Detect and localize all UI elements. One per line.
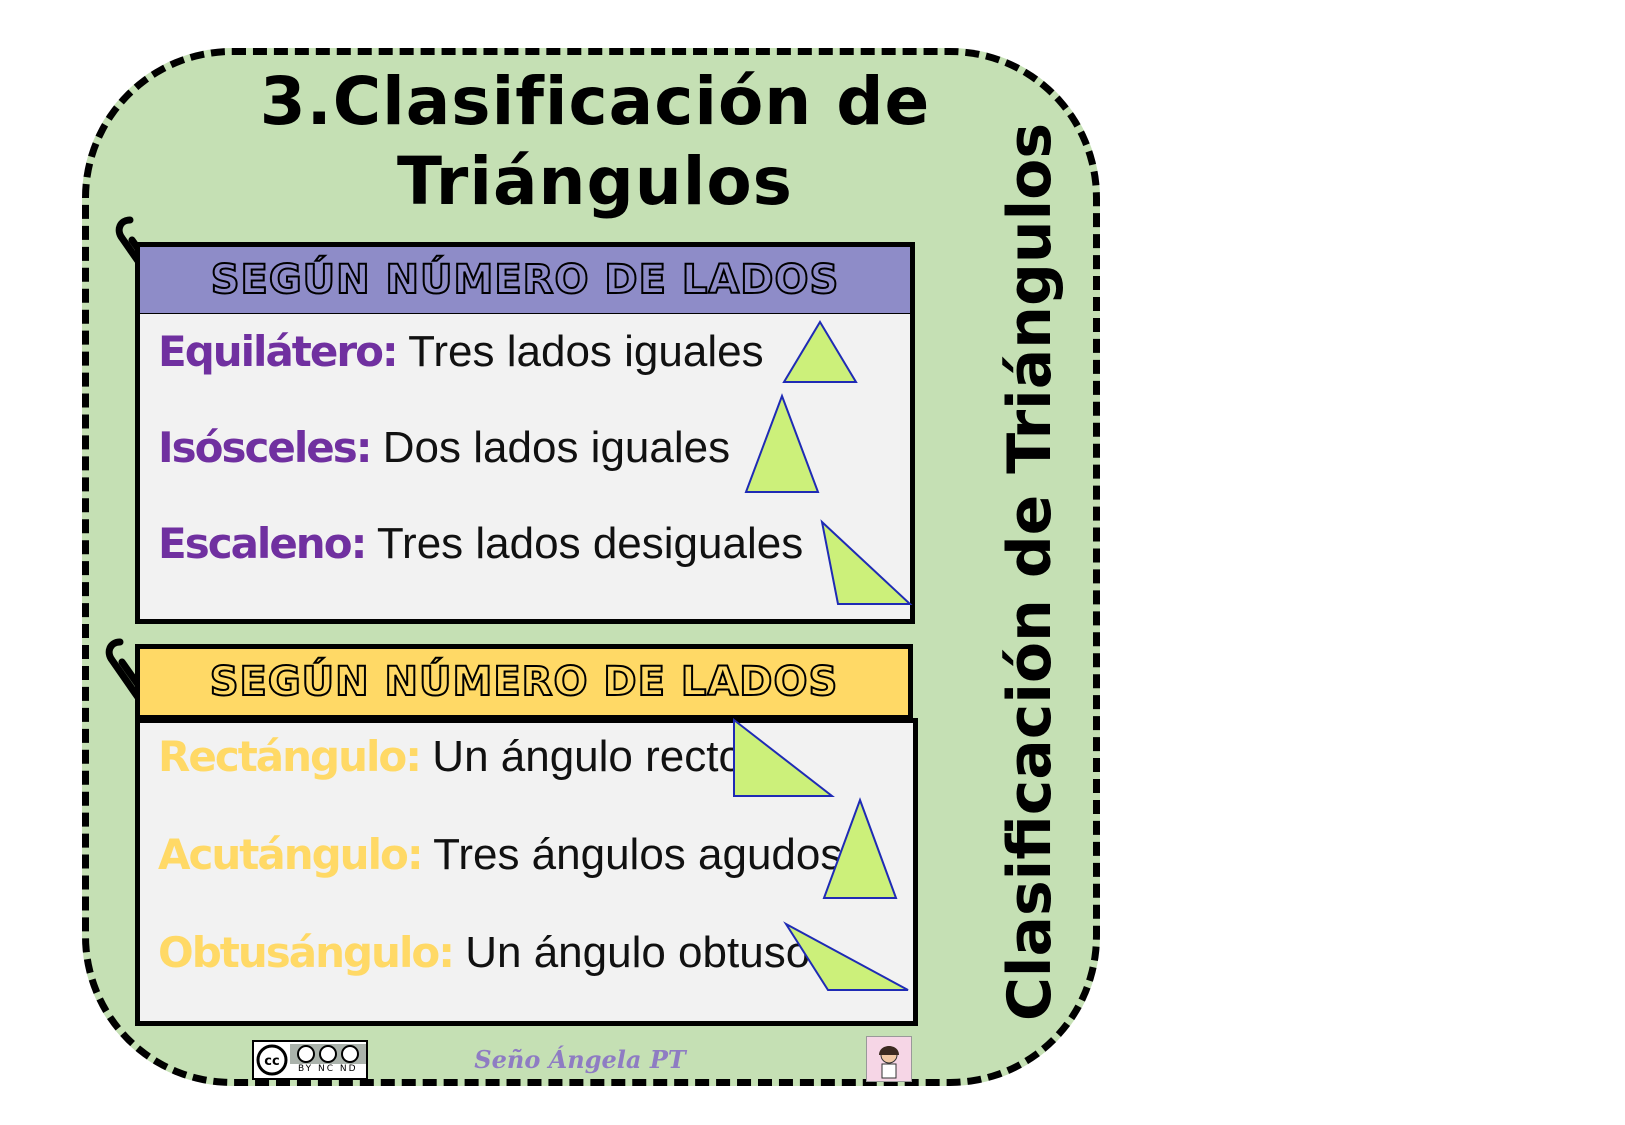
right-triangle-icon [733,717,835,797]
scalene-triangle-icon [820,519,913,605]
list-item: Acutángulo: Tres ángulos agudos [158,825,842,885]
term-acutangulo: Acutángulo: [158,830,424,879]
avatar-icon [879,1046,899,1079]
obtuse-triangle-icon [783,921,909,991]
description: Un ángulo obtuso [465,928,811,977]
side-title-text: Clasificación de Triángulos [995,122,1065,1022]
section1-box: Equilátero: Tres lados iguales Isósceles… [135,314,915,624]
author-signature: Seño Ángela PT [474,1045,686,1074]
license-badge: cc BY NC ND [252,1040,368,1080]
description: Tres ángulos agudos [433,830,843,879]
term-equilatero: Equilátero [158,327,384,376]
svg-text:cc: cc [264,1054,279,1069]
author-avatar [866,1036,912,1082]
term-escaleno: Escaleno [158,519,353,568]
term-isosceles: Isósceles [158,423,358,472]
term-separator: : [350,519,368,568]
list-item: Obtusángulo: Un ángulo obtuso [158,923,810,983]
term-obtusangulo: Obtusángulo: [158,928,455,977]
list-item: Rectángulo: Un ángulo recto [158,727,743,787]
section2-box: Rectángulo: Un ángulo recto Acutángulo: … [135,718,918,1026]
term-rectangulo: Rectángulo: [158,732,422,781]
description: Dos lados iguales [382,423,731,472]
description: Un ángulo recto [432,732,743,781]
list-item: Isósceles: Dos lados iguales [158,418,730,478]
creative-commons-icon: cc [254,1042,366,1078]
page-title: 3.Clasificación de Triángulos [259,63,931,220]
list-item: Equilátero: Tres lados iguales [158,322,764,382]
list-item: Escaleno: Tres lados desiguales [158,514,803,574]
term-separator: : [355,423,373,472]
isosceles-triangle-icon [744,393,820,493]
acute-triangle-icon [822,797,898,899]
description: Tres lados iguales [408,327,764,376]
term-separator: : [381,327,399,376]
section2-header: SEGÚN NÚMERO DE LADOS [135,644,913,720]
equilateral-triangle-icon [782,320,858,383]
section1-header: SEGÚN NÚMERO DE LADOS [135,242,915,318]
description: Tres lados desiguales [376,519,804,568]
license-label: BY NC ND [298,1064,358,1074]
